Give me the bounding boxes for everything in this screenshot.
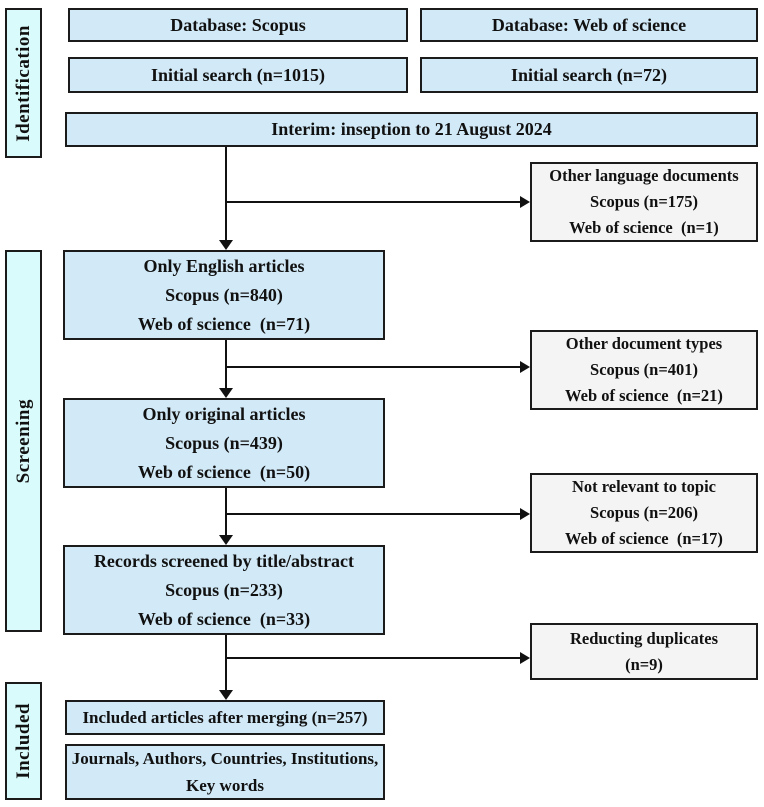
box-records-screened: Records screened by title/abstract Scopu… [63,545,385,635]
box-not-relevant-line3: Web of science (n=17) [565,529,723,548]
box-only-original-line3: Web of science (n=50) [137,461,311,482]
box-interim-period-text: Interim: inseption to 21 August 2024 [271,119,552,139]
box-records-screened-line3: Web of science (n=33) [137,608,311,629]
connector-horizontal-2 [226,366,522,368]
box-other-types-line3: Web of science (n=21) [565,386,723,405]
box-analysis-categories: Journals, Authors, Countries, Institutio… [65,744,385,800]
box-other-language-line2: Scopus (n=175) [590,192,698,211]
box-other-language-documents: Other language documents Scopus (n=175) … [530,162,758,242]
connector-vertical-2 [225,340,227,390]
box-only-english-line3: Web of science (n=71) [137,313,311,334]
arrowhead-down-icon [219,690,233,700]
box-duplicates-line2: (n=9) [625,654,663,674]
stage-label-identification: Identification [5,8,42,158]
stage-label-included-text: Included [12,703,34,779]
box-other-language-line1: Other language documents [549,166,739,185]
arrowhead-down-icon [219,535,233,545]
arrowhead-right-icon [520,196,530,208]
box-initial-search-wos-text: Initial search (n=72) [511,64,667,85]
box-other-types-line2: Scopus (n=401) [590,360,698,379]
box-not-relevant-to-topic: Not relevant to topic Scopus (n=206) Web… [530,473,758,553]
box-other-language-line3: Web of science (n=1) [569,218,719,237]
connector-horizontal-4 [226,657,522,659]
stage-label-included: Included [5,682,42,800]
box-only-english-articles: Only English articles Scopus (n=840) Web… [63,250,385,340]
box-initial-search-wos: Initial search (n=72) [420,57,758,93]
connector-vertical-3 [225,488,227,537]
box-initial-search-scopus-text: Initial search (n=1015) [151,64,325,85]
box-analysis-categories-line2: Key words [186,776,264,795]
box-only-original-articles: Only original articles Scopus (n=439) We… [63,398,385,488]
box-only-english-line1: Only English articles [143,255,305,276]
connector-vertical-4 [225,635,227,692]
box-database-web-of-science: Database: Web of science [420,8,758,42]
stage-label-screening-text: Screening [12,398,34,484]
connector-horizontal-1 [226,201,522,203]
box-only-original-line1: Only original articles [142,403,306,424]
box-duplicates-line1: Reducting duplicates [569,628,719,648]
arrowhead-right-icon [520,361,530,373]
connector-horizontal-3 [226,513,522,515]
arrowhead-right-icon [520,508,530,520]
box-records-screened-line1: Records screened by title/abstract [93,550,355,571]
arrowhead-right-icon [520,652,530,664]
connector-vertical-1 [225,147,227,242]
stage-label-identification-text: Identification [12,24,34,142]
box-reducting-duplicates: Reducting duplicates (n=9) [530,623,758,680]
box-not-relevant-line1: Not relevant to topic [571,477,717,496]
box-database-scopus-text: Database: Scopus [170,14,306,35]
box-database-web-of-science-text: Database: Web of science [491,14,687,35]
arrowhead-down-icon [219,240,233,250]
box-only-english-line2: Scopus (n=840) [165,284,283,305]
box-analysis-categories-line1: Journals, Authors, Countries, Institutio… [71,749,379,768]
box-other-types-line1: Other document types [565,334,723,353]
box-only-original-line2: Scopus (n=439) [165,432,283,453]
box-database-scopus: Database: Scopus [68,8,408,42]
stage-label-screening: Screening [5,250,42,632]
box-initial-search-scopus: Initial search (n=1015) [68,57,408,93]
box-included-articles-text: Included articles after merging (n=257) [82,708,368,727]
box-not-relevant-line2: Scopus (n=206) [590,503,698,522]
arrowhead-down-icon [219,388,233,398]
box-records-screened-line2: Scopus (n=233) [165,579,283,600]
box-other-document-types: Other document types Scopus (n=401) Web … [530,330,758,410]
box-included-articles-after-merging: Included articles after merging (n=257) [65,700,385,735]
box-interim-period: Interim: inseption to 21 August 2024 [65,112,758,147]
